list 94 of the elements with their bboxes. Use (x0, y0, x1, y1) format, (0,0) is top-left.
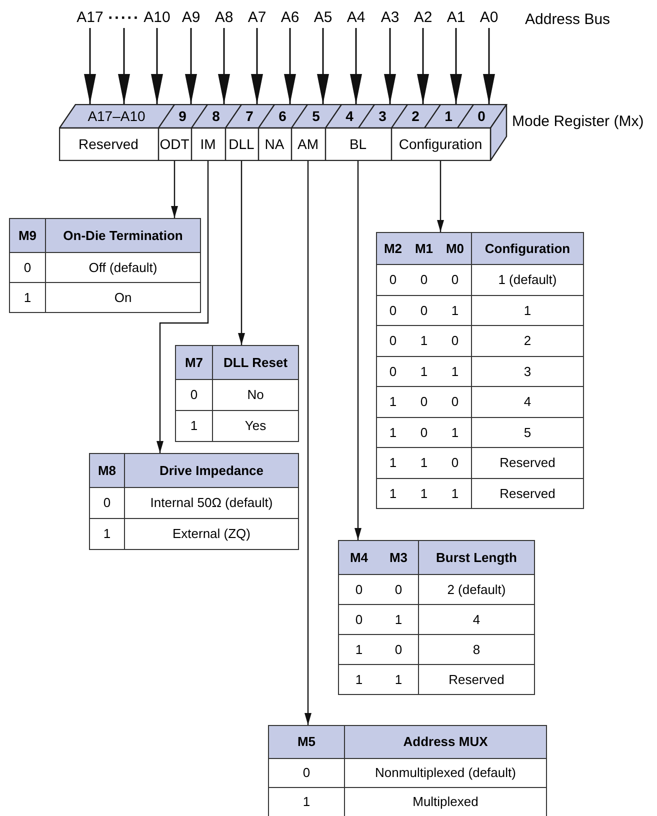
table-header-cell: M9 (10, 219, 45, 252)
bit-number: 8 (212, 109, 220, 123)
address-pin-label: A17 (76, 10, 104, 24)
table-cell: 2 (471, 325, 583, 356)
arrow (450, 28, 462, 104)
table-header-cell: M8 (90, 454, 124, 487)
table-header-cell: Drive Impedance (124, 454, 298, 487)
arrow (437, 160, 444, 232)
table-cell: On (45, 282, 200, 312)
ellipsis-dots: ····· (108, 11, 140, 27)
arrow (417, 28, 429, 104)
table-cell: Internal 50Ω (default) (124, 487, 298, 518)
bit-number: 2 (412, 109, 420, 123)
address-pin-label: A6 (280, 10, 300, 24)
table-cell: 1 (default) (471, 264, 583, 294)
address-pin-label: A2 (414, 10, 432, 24)
bit-number: 5 (312, 109, 320, 123)
address-pin-label: A3 (380, 10, 400, 24)
mode-table (89, 453, 299, 550)
address-pin-label: A5 (314, 10, 332, 24)
field-name: NA (264, 137, 284, 151)
arrow (151, 28, 163, 104)
arrow (84, 28, 96, 104)
arrow (156, 160, 209, 453)
table-cell: 4 (418, 604, 534, 634)
address-pin-label: A9 (182, 10, 200, 24)
field-name: BL (349, 137, 367, 151)
arrow (251, 28, 263, 104)
table-cell: 2 (default) (418, 574, 534, 604)
arrow (483, 28, 495, 104)
address-pin-label: A7 (248, 10, 266, 24)
table-header-cell: Configuration (471, 233, 583, 264)
bit-number: 4 (346, 109, 354, 123)
mode-table (9, 218, 201, 313)
table-cell: Nonmultiplexed (default) (344, 758, 546, 787)
bit-number: 7 (246, 109, 254, 123)
table-cell: External (ZQ) (124, 518, 298, 549)
address-pin-label: A4 (346, 10, 366, 24)
mode-table (175, 345, 299, 442)
table-header-cell: Address MUX (344, 726, 546, 758)
arrow (284, 28, 296, 104)
bit-number: 0 (478, 109, 486, 123)
arrow (317, 28, 329, 104)
field-name: IM (200, 137, 216, 151)
bit-number: 6 (278, 109, 286, 123)
table-cell: Yes (212, 410, 298, 441)
table-header-cell: M4 (339, 541, 379, 574)
arrow (354, 160, 362, 540)
field-name: DLL (228, 137, 254, 151)
bus-label: Address Bus (525, 11, 610, 28)
table-header-cell: Burst Length (418, 541, 534, 574)
table-cell: 8 (418, 634, 534, 664)
mode-table (268, 725, 547, 816)
address-pin-label: A1 (446, 10, 466, 24)
table-cell: 3 (471, 356, 583, 386)
arrow (218, 28, 230, 104)
field-name: Configuration (398, 137, 482, 151)
arrow (304, 160, 312, 725)
table-cell: No (212, 379, 298, 410)
table-header-cell: DLL Reset (212, 346, 298, 379)
table-header-cell: M3 (379, 541, 418, 574)
table-cell: Multiplexed (344, 787, 546, 816)
table-cell: 4 (471, 386, 583, 416)
address-pin-label: A10 (144, 10, 170, 24)
register-title: Mode Register (Mx) (512, 113, 644, 130)
table-header-cell: On-Die Termination (45, 219, 200, 252)
table-cell: Reserved (418, 664, 534, 694)
address-pin-label: A0 (480, 10, 498, 24)
arrow (185, 28, 197, 104)
arrow (238, 160, 245, 345)
mode-table (338, 540, 535, 695)
table-cell: Off (default) (45, 252, 200, 282)
arrow (118, 28, 130, 104)
arrow (384, 28, 396, 104)
arrow (350, 28, 362, 104)
table-header-cell: M5 (269, 726, 344, 758)
bit-number: 3 (378, 109, 386, 123)
table-cell: Reserved (471, 447, 583, 478)
table-header-cell: M0 (439, 233, 471, 264)
table-header-cell: M7 (176, 346, 212, 379)
bit-number: 1 (444, 109, 452, 123)
table-cell: 1 (471, 294, 583, 325)
table-header-cell: M2 (377, 233, 409, 264)
mode-table (376, 232, 584, 509)
field-name: A17–A10 (88, 109, 146, 123)
address-pin-label: A8 (214, 10, 234, 24)
field-name: ODT (160, 137, 190, 151)
field-name: AM (298, 137, 318, 151)
bit-number: 9 (178, 109, 186, 123)
arrow (171, 160, 178, 218)
table-header-cell: M1 (409, 233, 439, 264)
field-name: Reserved (78, 137, 138, 151)
table-cell: 5 (471, 416, 583, 447)
table-cell: Reserved (471, 478, 583, 508)
